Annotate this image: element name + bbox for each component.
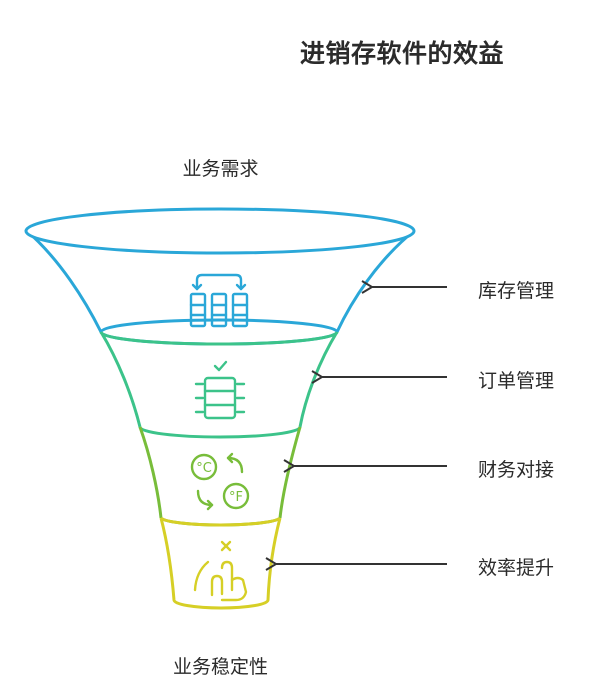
order-list-check-icon [194,360,246,420]
stage-label-orders: 订单管理 [478,370,555,392]
warehouse-transfer-icon [189,273,249,328]
stage-label-efficiency: 效率提升 [478,557,555,579]
funnel-stage-orders [99,331,339,439]
svg-text:°F: °F [229,490,243,505]
funnel-output-label: 业务稳定性 [172,656,268,678]
currency-exchange-icon: °C °F [190,452,250,511]
funnel-stage-efficiency [159,516,282,610]
funnel-stage-finance: °C °F [138,426,302,527]
funnel-stage-inventory [24,207,416,346]
funnel-input-label: 业务需求 [182,158,259,180]
svg-text:°C: °C [196,461,212,476]
diagram-title: 进销存软件的效益 [300,39,505,68]
stage-label-inventory: 库存管理 [478,280,555,302]
stage-label-finance: 财务对接 [478,459,555,481]
tap-hand-icon [193,540,248,602]
